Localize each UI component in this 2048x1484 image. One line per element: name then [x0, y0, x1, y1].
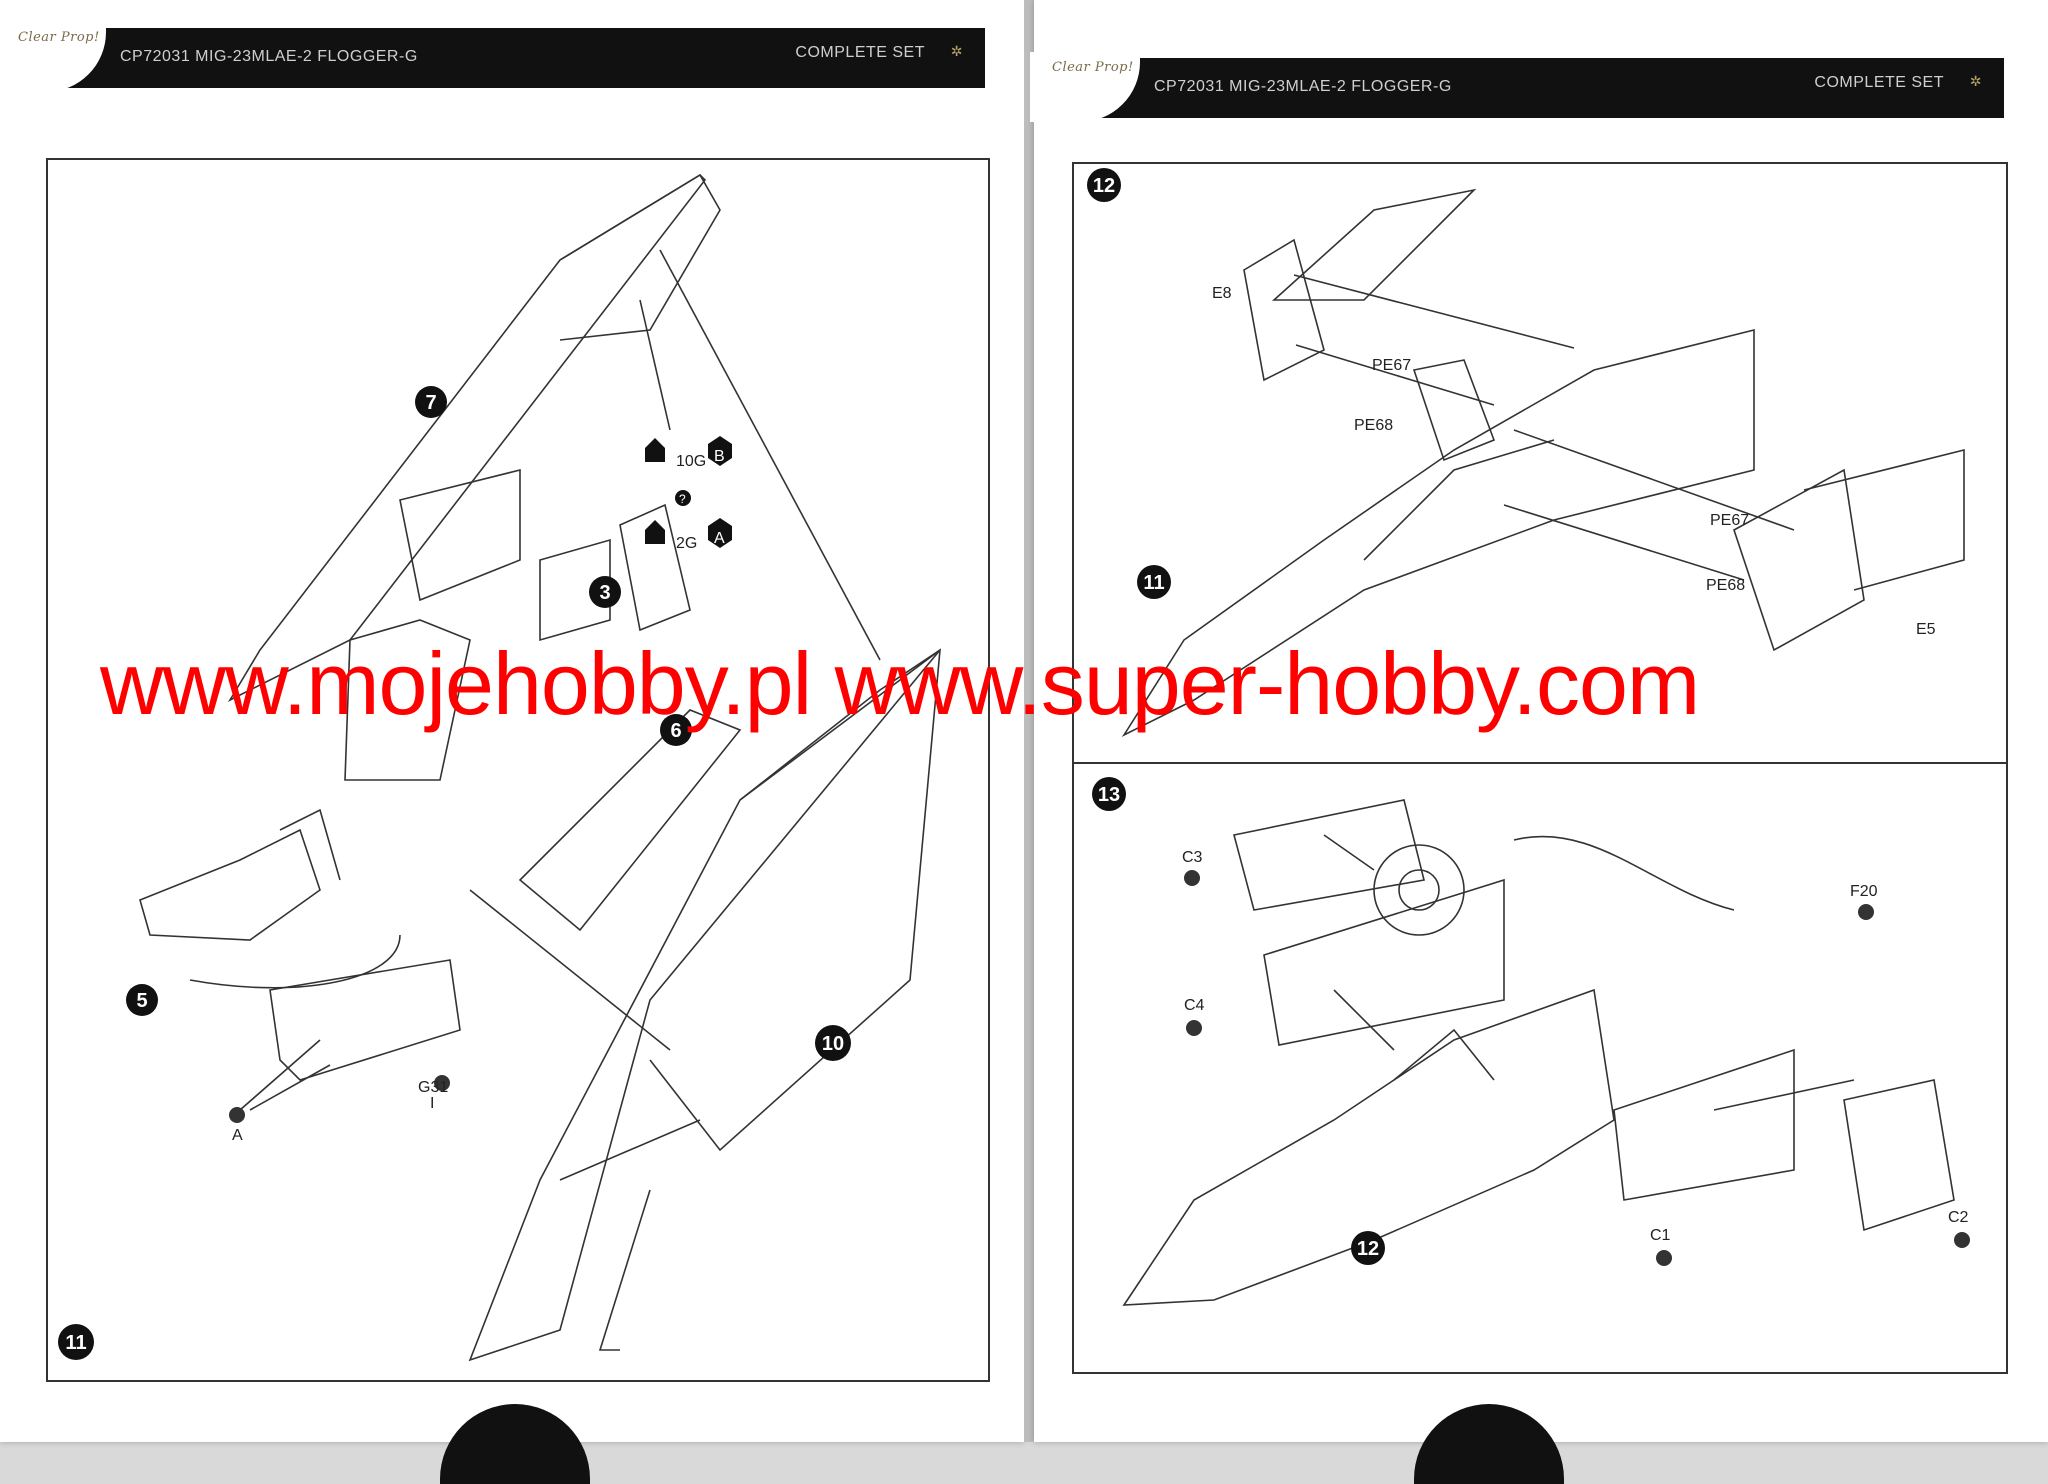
- assembly-frame-left: [46, 158, 990, 1382]
- page-header: Clear Prop! CP72031 MIG-23MLAE-2 FLOGGER…: [1030, 52, 2004, 122]
- paint-dot-icon: [1184, 870, 1200, 886]
- step-5-badge: [126, 984, 158, 1016]
- nose-assembly-drawing: [1122, 988, 1615, 1306]
- f20-fan-drawing: [1373, 844, 1465, 936]
- step-12-frame: [1072, 162, 2008, 766]
- e5-panel-drawing: [1733, 468, 1865, 652]
- paint-bucket-icon: [645, 520, 665, 544]
- inner-step-11-number: 11: [1143, 572, 1164, 594]
- pe68-label-bottom: PE68: [1706, 577, 1745, 594]
- g31-label: G31: [418, 1079, 448, 1096]
- step-13-badge: [1092, 777, 1126, 811]
- c1-panel-drawing: [1613, 1048, 1795, 1201]
- watermark-text: www.mojehobby.pl www.super-hobby.com: [100, 634, 1700, 733]
- kit-title: CP72031 MIG-23MLAE-2 FLOGGER-G: [1154, 78, 1452, 95]
- gear-icon: ✲: [950, 43, 963, 59]
- assembly-drawing-right: 12 11 13 12 E8 PE67 PE68 PE67 PE68 E5 C3…: [1087, 168, 1970, 1306]
- step-13-number: 13: [1098, 784, 1120, 806]
- step-3-badge: [589, 576, 621, 608]
- inner-step-12-badge: [1351, 1231, 1385, 1265]
- pe67-label-bottom: PE67: [1710, 512, 1749, 529]
- paint-dot-icon: [1954, 1232, 1970, 1248]
- step-7-number: 7: [425, 392, 436, 414]
- nose-section-drawing: [1121, 328, 1755, 737]
- c2-panel-drawing: [1843, 1079, 1955, 1232]
- paint-bucket-icon: [645, 438, 665, 462]
- paint-dot-icon: [1858, 904, 1874, 920]
- c4-panel-drawing: [1263, 878, 1505, 1046]
- e5-label: E5: [1916, 621, 1936, 638]
- instruction-page-right: Clear Prop! CP72031 MIG-23MLAE-2 FLOGGER…: [1030, 0, 2048, 1484]
- kit-title: CP72031 MIG-23MLAE-2 FLOGGER-G: [120, 48, 418, 65]
- brand-logo-text: Clear Prop!: [1052, 60, 1134, 75]
- gear-icon: ✲: [1969, 73, 1982, 89]
- c2-label: C2: [1948, 1209, 1969, 1226]
- inner-step-12-number: 12: [1357, 1238, 1379, 1260]
- pe68-label-top: PE68: [1354, 417, 1393, 434]
- c3-panel-drawing: [1233, 799, 1425, 911]
- f20-label: F20: [1850, 883, 1878, 900]
- option-a-label: A: [714, 530, 725, 547]
- set-label: COMPLETE SET: [795, 44, 925, 61]
- fuselage-section-drawing: [227, 173, 707, 702]
- instruction-page-left: Clear Prop! CP72031 MIG-23MLAE-2 FLOGGER…: [0, 0, 1024, 1484]
- brand-logo-text: Clear Prop!: [18, 30, 100, 45]
- step-10-number: 10: [822, 1033, 844, 1055]
- option-b-icon: [708, 436, 732, 466]
- paint-dot-icon: [1186, 1020, 1202, 1036]
- c1-label: C1: [1650, 1227, 1671, 1244]
- step-7-badge: [415, 386, 447, 418]
- question-mark: ?: [679, 492, 686, 506]
- panel-drawing: [518, 709, 742, 932]
- paint-dot-icon: [434, 1075, 450, 1091]
- rear-fuselage-drawing: [468, 649, 941, 1362]
- pe67-label-top: PE67: [1372, 357, 1411, 374]
- paint-dot-icon: [1656, 1250, 1672, 1266]
- a-label: A: [232, 1127, 243, 1144]
- g31-sub-label: I: [430, 1095, 434, 1112]
- ejection-seat-drawing: [139, 828, 321, 941]
- paint-dot-icon: [229, 1107, 245, 1123]
- e8-label: E8: [1212, 285, 1232, 302]
- step-12-badge: [1087, 168, 1121, 202]
- option-b-label: B: [714, 448, 725, 465]
- step-11-number: 11: [65, 1332, 86, 1354]
- set-label: COMPLETE SET: [1814, 74, 1944, 91]
- question-badge: [675, 490, 691, 506]
- seat-base-drawing: [269, 959, 461, 1081]
- c4-label: C4: [1184, 997, 1205, 1014]
- inner-step-11-badge: [1137, 565, 1171, 599]
- assembly-drawing-left: 7 3 6 5 10 11 10G B ? 2G A: [58, 173, 941, 1362]
- page-spine: [1024, 0, 1034, 1442]
- step-5-number: 5: [136, 990, 147, 1012]
- page-header: Clear Prop! CP72031 MIG-23MLAE-2 FLOGGER…: [0, 22, 985, 92]
- step-6-number: 6: [670, 720, 681, 742]
- step-6-badge: [660, 714, 692, 746]
- paint-2g-label: 2G: [676, 535, 697, 552]
- c3-label: C3: [1182, 849, 1203, 866]
- paint-10g-label: 10G: [676, 453, 706, 470]
- option-a-icon: [708, 518, 732, 548]
- e8-panel-drawing: [1243, 238, 1325, 382]
- step-11-badge: [58, 1324, 94, 1360]
- step-10-badge: [815, 1025, 851, 1061]
- step-3-number: 3: [599, 582, 610, 604]
- step-13-frame: [1072, 762, 2008, 1374]
- step-12-number: 12: [1093, 175, 1115, 197]
- cockpit-tub-drawing: [619, 503, 691, 632]
